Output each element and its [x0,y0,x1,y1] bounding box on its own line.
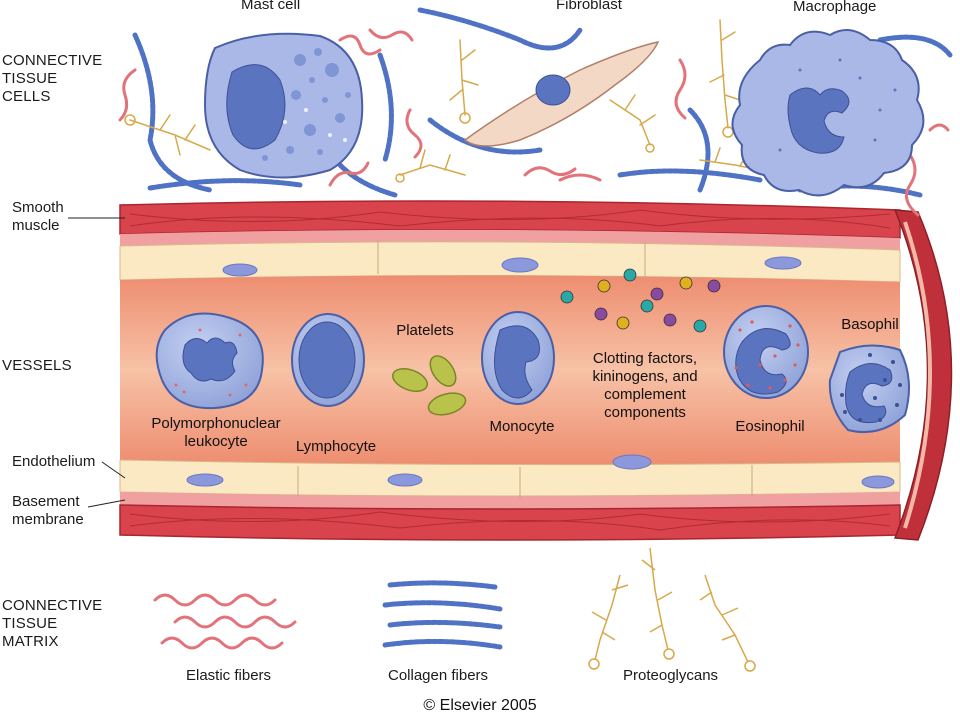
label-smooth-muscle: Smooth muscle [12,199,64,235]
label-eosinophil: Eosinophil [735,418,805,435]
section-connective-tissue-cells: CONNECTIVE TISSUE CELLS [2,52,102,106]
label-elastic-fibers: Elastic fibers [186,667,272,684]
vessel-cut-end [893,209,953,541]
section-line: TISSUE [2,70,58,87]
macrophage [731,29,925,197]
fibroblast [463,40,660,147]
clotting-factors [560,268,721,333]
section-line: CONNECTIVE [2,52,103,69]
mast-cell [203,32,364,179]
pmn-leukocyte [155,312,264,410]
legend-proteoglycans [588,547,756,672]
label-basement-membrane: Basement membrane [12,493,84,529]
basophil [828,344,910,434]
leader-lines [68,217,126,508]
label-line: components [604,404,686,421]
endothelium-bottom [119,459,901,497]
label-fibroblast: Fibroblast [556,0,622,13]
label-endothelium: Endothelium [12,453,96,470]
label-basophil: Basophil [841,316,899,333]
label-proteoglycans: Proteoglycans [623,667,719,684]
label-clotting-factors: Clotting factors, kininogens, and comple… [570,350,720,422]
label-macrophage: Macrophage [793,0,877,15]
label-line: Smooth [12,199,64,216]
label-line: muscle [12,217,60,234]
section-line: CELLS [2,88,51,105]
eosinophil [723,305,809,399]
label-collagen-fibers: Collagen fibers [388,667,489,684]
label-pmn-leukocyte: Polymorphonuclear leukocyte [140,415,292,451]
label-line: Clotting factors, [592,350,698,367]
section-line: MATRIX [2,633,59,650]
label-platelets: Platelets [396,322,454,339]
label-line: kininogens, and [592,368,698,385]
section-line: CONNECTIVE [2,597,103,614]
legend-collagen-fibers [382,580,503,650]
basement-membrane-bottom [120,492,900,509]
basement-membrane-top [120,229,900,250]
label-mast-cell: Mast cell [241,0,301,13]
label-line: leukocyte [184,433,248,450]
section-vessels: VESSELS [2,357,72,375]
legend-elastic-fibers [153,593,297,650]
platelets [391,355,467,416]
label-line: complement [604,386,686,403]
smooth-muscle-bottom [119,504,901,541]
label-line: Basement [12,493,80,510]
section-connective-tissue-matrix: CONNECTIVE TISSUE MATRIX [2,597,102,651]
copyright-notice: © Elsevier 2005 [423,697,537,714]
label-lymphocyte: Lymphocyte [295,438,377,455]
label-monocyte: Monocyte [489,418,555,435]
label-line: Polymorphonuclear [151,415,281,432]
section-line: VESSELS [2,357,72,374]
section-line: TISSUE [2,615,58,632]
lymphocyte [291,313,365,407]
label-line: membrane [12,511,84,528]
monocyte [481,311,555,405]
